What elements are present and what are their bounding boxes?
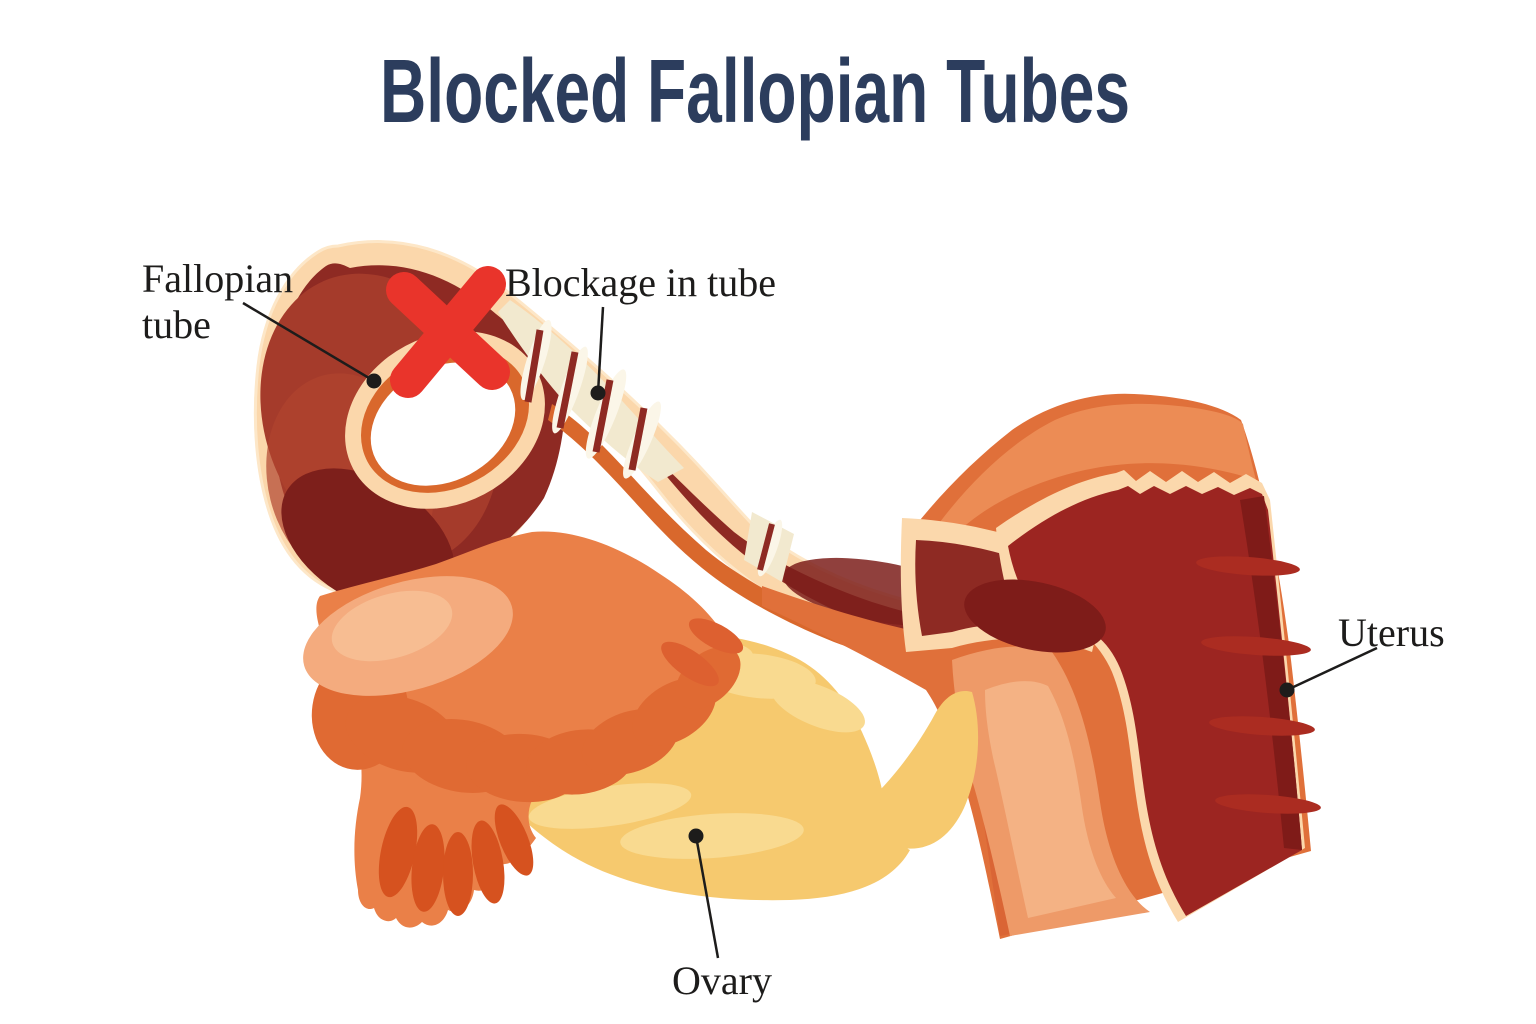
label-fallopian-tube-line1: Fallopian [142,256,293,301]
leader-line-ovary [694,835,720,959]
fimbriae-finger [411,824,445,912]
blockage-gap [556,351,579,429]
cavity-shading [964,579,1106,653]
uterus-inner-wall-pale [985,681,1116,918]
blockage-gap [628,407,648,471]
page-title: Blocked Fallopian Tubes [380,42,1130,142]
cavity-striation [1196,556,1300,576]
fimbriae-finger [494,804,534,876]
cavity-right-shade [1240,496,1302,850]
blockage-gap [757,523,775,571]
ovary-highlight [528,783,692,829]
uterus-fundus-highlight [940,403,1256,538]
leader-dot-uterus [1279,682,1295,698]
blockage-marker-x-icon [386,266,510,398]
x-stroke [390,266,506,398]
blockage-gap [592,379,614,453]
uterus-shape [762,393,1321,939]
ovary-highlight [620,813,804,859]
leader-dot-ovary [688,828,704,844]
fimbriae-finger [378,806,418,898]
fimbriae-finger [471,820,505,904]
fimbriae-finger [443,832,473,916]
leader-line-uterus [1286,646,1378,692]
fimbriae-finger [688,618,744,654]
leader-line-blockage [596,306,605,394]
leader-line-fallopian-tube [242,301,375,383]
fimbriae-shape [303,531,744,928]
label-fallopian-tube-line2: tube [142,302,211,347]
fimbriae-finger [661,641,719,687]
ovary-highlight [771,679,865,733]
leader-dot-blockage [590,385,606,401]
blockage-gap [524,329,544,403]
fimbriae-highlight [331,590,453,662]
label-ovary: Ovary [672,958,772,1003]
label-blockage: Blockage in tube [505,260,776,305]
ovary-tail [878,690,979,849]
cavity-striation [1215,794,1321,814]
uterine-cavity [1008,486,1302,916]
cavity-striation [1201,636,1311,656]
leader-dot-fallopian-tube [366,373,382,389]
label-uterus: Uterus [1338,610,1445,655]
cavity-striation [1209,716,1315,736]
